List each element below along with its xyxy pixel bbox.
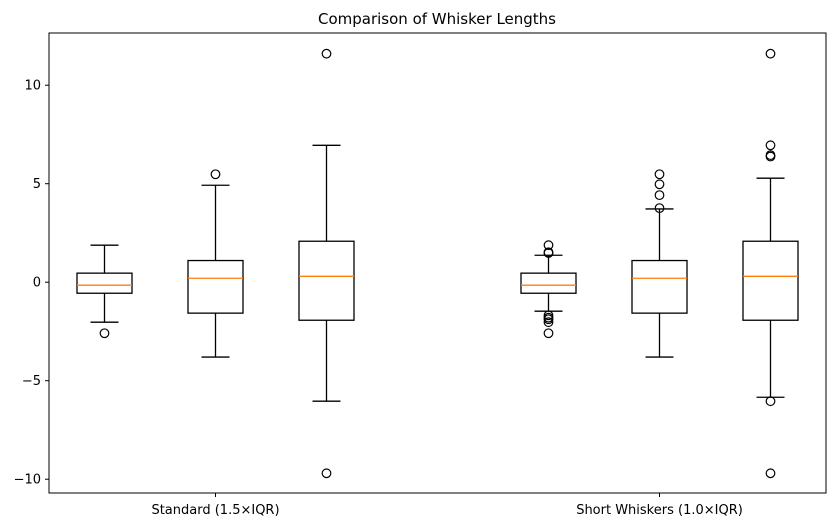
outlier-point <box>210 169 221 180</box>
y-tick-label: 5 <box>33 177 41 192</box>
outlier-point <box>765 396 776 407</box>
box-2 <box>187 169 244 358</box>
iqr-box <box>298 240 355 321</box>
outlier-point <box>321 468 332 479</box>
outlier-point <box>543 314 554 325</box>
x-tick-label: Standard (1.5×IQR) <box>151 503 279 518</box>
outlier-point <box>321 48 332 59</box>
outlier-point <box>765 140 776 151</box>
box-4 <box>520 240 577 339</box>
outlier-point <box>654 190 665 201</box>
outlier-point <box>99 328 110 339</box>
outlier-point <box>654 203 665 214</box>
plot-frame <box>48 32 827 494</box>
box-6 <box>742 48 799 479</box>
y-tick-label: −5 <box>22 374 41 389</box>
outlier-point <box>765 468 776 479</box>
iqr-box <box>187 259 244 314</box>
y-tick-label: −10 <box>14 473 41 488</box>
box-1 <box>76 244 133 339</box>
outlier-point <box>654 179 665 190</box>
iqr-box <box>742 240 799 321</box>
iqr-box <box>76 272 133 294</box>
outlier-point <box>654 169 665 180</box>
box-3 <box>298 48 355 479</box>
box-5 <box>631 169 688 358</box>
chart-title: Comparison of Whisker Lengths <box>318 10 556 28</box>
y-tick-label: 0 <box>33 276 41 291</box>
y-tick-label: 10 <box>24 79 41 94</box>
outlier-point <box>543 310 554 321</box>
outlier-point <box>543 328 554 339</box>
outlier-point <box>543 317 554 328</box>
iqr-box <box>631 259 688 314</box>
outlier-point <box>765 48 776 59</box>
iqr-box <box>520 272 577 294</box>
outlier-point <box>543 248 554 258</box>
outlier-point <box>765 151 776 162</box>
x-tick-label: Short Whiskers (1.0×IQR) <box>576 503 743 518</box>
outlier-point <box>543 240 554 251</box>
